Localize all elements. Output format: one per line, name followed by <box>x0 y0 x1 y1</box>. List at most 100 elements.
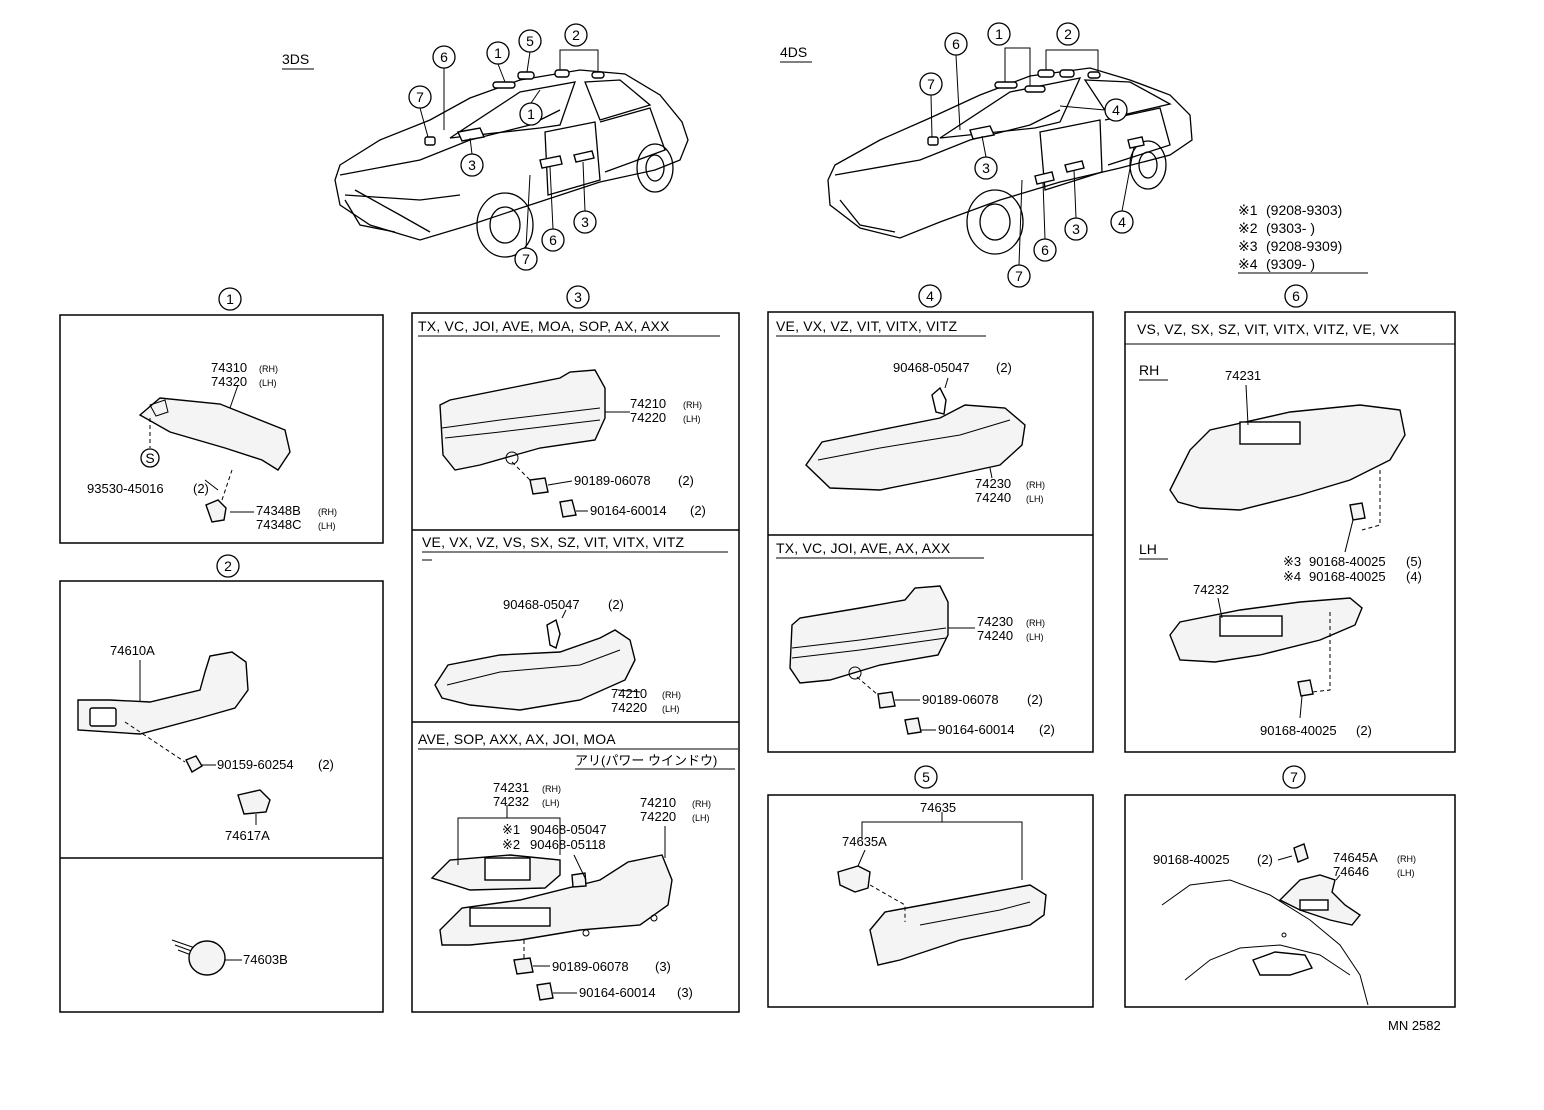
p3b-part-74210: 74210 <box>611 686 647 701</box>
svg-text:7: 7 <box>522 251 530 267</box>
callout-3ds-7a: 7 <box>408 85 432 138</box>
panel-3-number: 3 <box>574 289 582 305</box>
pull-handle-74635 <box>869 884 1047 966</box>
assist-grip <box>77 651 249 735</box>
svg-text:(9303- ): (9303- ) <box>1266 220 1315 236</box>
armrest-74230-b <box>789 585 949 684</box>
screw-90168-p7 <box>1293 843 1309 863</box>
p3c-part-74220: 74220 <box>640 809 676 824</box>
svg-text:6: 6 <box>1041 242 1049 258</box>
p6-part-90168-a: 90168-40025 <box>1309 554 1386 569</box>
svg-text:(2): (2) <box>690 503 706 518</box>
p5-part-74635a: 74635A <box>842 834 887 849</box>
p6-part-90168-c: 90168-40025 <box>1260 723 1337 738</box>
svg-text:(RH): (RH) <box>662 690 681 700</box>
panel-3-door-armrest: 3 TX, VC, JOI, AVE, MOA, SOP, AX, AXX 74… <box>411 285 740 1013</box>
p3-models-c: AVE, SOP, AXX, AX, JOI, MOA <box>418 731 616 747</box>
svg-text:(9309- ): (9309- ) <box>1266 256 1315 272</box>
svg-text:(LH): (LH) <box>1026 494 1044 504</box>
svg-text:(2): (2) <box>1257 852 1273 867</box>
screw-90168-lh <box>1297 679 1314 697</box>
note-4: ※4 (9309- ) <box>1238 256 1315 272</box>
callout-4ds-2: 2 <box>1045 22 1099 72</box>
clip-90189-p4 <box>877 691 896 709</box>
p6-mark-3: ※3 <box>1283 554 1301 569</box>
svg-text:(LH): (LH) <box>1397 868 1415 878</box>
clip-90468-05118 <box>571 872 587 888</box>
armrest-opening <box>1252 951 1314 976</box>
panel-6-number: 6 <box>1292 288 1300 304</box>
p3-models-b: VE, VX, VZ, VS, SX, SZ, VIT, VITX, VITZ <box>422 534 684 550</box>
svg-text:7: 7 <box>416 89 424 105</box>
car-4ds-illustration <box>827 67 1193 255</box>
svg-text:3: 3 <box>1072 221 1080 237</box>
p1-part-74348b: 74348B <box>256 503 301 518</box>
p3a-part-90164: 90164-60014 <box>590 503 667 518</box>
svg-text:5: 5 <box>526 33 534 49</box>
svg-text:(RH): (RH) <box>683 400 702 410</box>
p3a-part-74210: 74210 <box>630 396 666 411</box>
p7-part-74646: 74646 <box>1333 864 1369 879</box>
p3b-part-74220: 74220 <box>611 700 647 715</box>
p4b-part-90164: 90164-60014 <box>938 722 1015 737</box>
clip-90468-p4 <box>931 386 947 415</box>
note-2: ※2 (9303- ) <box>1238 220 1315 236</box>
overview-4ds: 4DS 6 <box>780 22 1193 288</box>
p6-part-90168-b: 90168-40025 <box>1309 569 1386 584</box>
armrest-74230 <box>805 404 1026 491</box>
svg-text:1: 1 <box>527 106 535 122</box>
overview-3ds: 3DS <box>282 23 689 271</box>
diagram-code: MN 2582 <box>1388 1018 1441 1033</box>
svg-text:(RH): (RH) <box>1397 854 1416 864</box>
panel-7-number: 7 <box>1290 769 1298 785</box>
svg-text:7: 7 <box>927 76 935 92</box>
screw-90168-rh <box>1349 502 1366 521</box>
panel-4-number: 4 <box>926 288 934 304</box>
panel-6-window-switch-base: 6 VS, VZ, SX, SZ, VIT, VITX, VITZ, VE, V… <box>1124 284 1456 753</box>
svg-text:(4): (4) <box>1406 569 1422 584</box>
p3c-mark-2: ※2 <box>502 837 520 852</box>
sunvisor <box>138 397 291 471</box>
p4-models-a: VE, VX, VZ, VIT, VITX, VITZ <box>776 318 957 334</box>
p6-rh-label: RH <box>1139 362 1159 378</box>
clip-74617a <box>237 789 271 815</box>
clip-90468 <box>546 618 561 650</box>
note-3: ※3 (9208-9309) <box>1238 238 1342 254</box>
switch-base-74231-rh <box>1169 404 1406 511</box>
svg-text:※4: ※4 <box>1238 256 1258 272</box>
callout-3ds-1b: 1 <box>519 89 543 126</box>
cap-74603b <box>188 940 226 976</box>
screw-90164-p4 <box>904 717 922 735</box>
p1-part-74320: 74320 <box>211 374 247 389</box>
screw-90159 <box>185 755 203 773</box>
panel-7-door-grip: 7 90168-40025 (2) 74645A (RH) 74646 (LH) <box>1124 765 1456 1008</box>
p3a-part-74220: 74220 <box>630 410 666 425</box>
callout-4ds-3a: 3 <box>974 135 998 180</box>
svg-text:(LH): (LH) <box>1026 632 1044 642</box>
p5-part-74635: 74635 <box>920 800 956 815</box>
svg-text:(LH): (LH) <box>318 521 336 531</box>
p2-part-74610a: 74610A <box>110 643 155 658</box>
svg-text:(RH): (RH) <box>318 507 337 517</box>
p7-part-74645a: 74645A <box>1333 850 1378 865</box>
p4a-part-74230: 74230 <box>975 476 1011 491</box>
svg-text:(3): (3) <box>655 959 671 974</box>
screw-74635a <box>837 865 871 893</box>
p3c-part-90164: 90164-60014 <box>579 985 656 1000</box>
p3b-part-90468: 90468-05047 <box>503 597 580 612</box>
callout-3ds-7b: 7 <box>514 174 538 271</box>
p4b-part-74240: 74240 <box>977 628 1013 643</box>
svg-text:3: 3 <box>468 157 476 173</box>
svg-text:(RH): (RH) <box>1026 618 1045 628</box>
car-3ds-illustration <box>334 69 689 258</box>
callout-4ds-4b: 4 <box>1110 146 1135 234</box>
p3c-part-90189: 90189-06078 <box>552 959 629 974</box>
callouts-4ds: 6 1 2 7 4 3 6 <box>919 22 1135 288</box>
panel-5-number: 5 <box>922 769 930 785</box>
svg-text:(2): (2) <box>193 481 209 496</box>
callout-4ds-3b: 3 <box>1064 169 1088 241</box>
p6-part-74231: 74231 <box>1225 368 1261 383</box>
svg-text:7: 7 <box>1015 268 1023 284</box>
p7-part-90168: 90168-40025 <box>1153 852 1230 867</box>
